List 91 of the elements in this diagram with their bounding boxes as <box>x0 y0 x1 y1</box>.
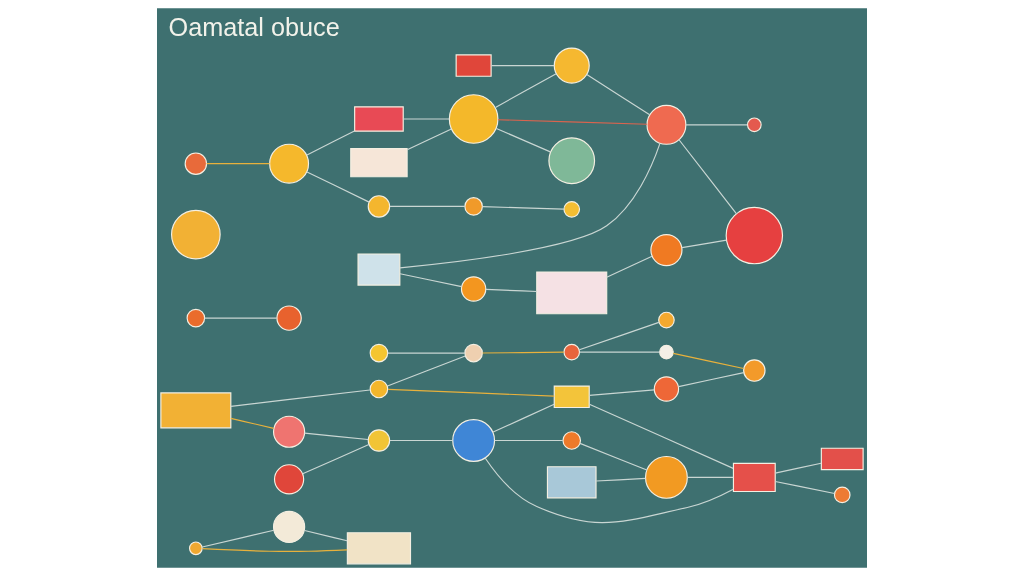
connector <box>579 351 660 353</box>
connector <box>492 403 555 433</box>
node-box <box>160 392 232 429</box>
node-circle <box>448 94 499 144</box>
connector <box>490 65 555 67</box>
node-circle <box>658 311 675 329</box>
node-box <box>350 148 408 178</box>
connector <box>678 372 745 388</box>
node-circle <box>186 308 206 328</box>
node-circle <box>460 276 487 302</box>
node-circle <box>653 376 680 402</box>
node-circle <box>548 137 596 185</box>
node-circle <box>650 234 683 267</box>
connector <box>387 352 466 354</box>
connector <box>595 477 647 482</box>
connector <box>306 130 355 156</box>
connector <box>586 74 651 116</box>
connector <box>678 139 737 215</box>
connector <box>481 351 565 354</box>
node-box <box>546 466 597 499</box>
connector <box>389 439 453 442</box>
node-box <box>553 385 590 409</box>
connector <box>493 439 564 442</box>
node-circle <box>188 541 203 556</box>
node-circle <box>269 143 310 184</box>
node-circle <box>833 486 851 504</box>
node-circle <box>452 419 496 462</box>
node-circle <box>367 195 391 218</box>
node-circle <box>743 359 766 382</box>
connector <box>399 273 463 288</box>
connector <box>206 163 271 165</box>
connector <box>402 118 450 120</box>
node-box <box>354 106 404 132</box>
connector <box>588 403 734 469</box>
node-circle <box>646 104 687 145</box>
node-circle <box>272 415 306 448</box>
node-circle <box>746 117 762 133</box>
connector <box>230 417 275 429</box>
connector <box>774 480 836 495</box>
node-circle <box>464 197 483 216</box>
connector <box>578 321 660 351</box>
connector <box>774 462 822 474</box>
connector <box>306 171 370 203</box>
connector <box>387 388 555 397</box>
connector <box>686 476 734 478</box>
node-circle <box>273 464 305 495</box>
connector <box>201 548 348 553</box>
node-circle <box>563 343 581 361</box>
node-circle <box>276 305 302 331</box>
connector <box>304 529 348 542</box>
node-circle <box>563 200 581 218</box>
connector <box>230 389 371 407</box>
connector <box>588 389 655 396</box>
connector <box>494 73 557 108</box>
node-box <box>357 253 401 286</box>
node-circle <box>562 431 582 450</box>
connector <box>302 443 370 475</box>
connector <box>406 128 452 151</box>
connector <box>484 457 734 524</box>
node-circle <box>184 152 208 175</box>
node-box <box>346 532 412 565</box>
node-circle <box>644 455 688 499</box>
connector <box>485 288 538 293</box>
diagram-title: Oamatal obuce <box>168 13 340 42</box>
connector <box>481 206 565 210</box>
node-circle <box>659 344 674 360</box>
connector <box>201 529 275 548</box>
connector <box>606 255 653 278</box>
connector <box>386 355 466 387</box>
node-box <box>732 462 776 493</box>
node-box <box>536 271 608 315</box>
node-circle <box>553 47 590 84</box>
node-circle <box>367 429 391 452</box>
connector <box>495 127 551 153</box>
connector <box>672 352 745 370</box>
connector <box>304 432 369 441</box>
connector <box>497 119 648 125</box>
node-circle <box>725 206 784 265</box>
node-box <box>455 54 492 77</box>
connector <box>399 142 661 269</box>
node-circle <box>369 343 389 363</box>
connector <box>579 442 648 471</box>
connector <box>389 205 466 207</box>
connector <box>204 317 278 319</box>
node-box <box>820 447 864 471</box>
node-circle <box>464 343 483 363</box>
connector <box>685 124 748 126</box>
node-circle <box>171 209 221 260</box>
node-circle <box>272 510 306 544</box>
node-circle <box>369 379 389 399</box>
connector <box>681 239 728 249</box>
